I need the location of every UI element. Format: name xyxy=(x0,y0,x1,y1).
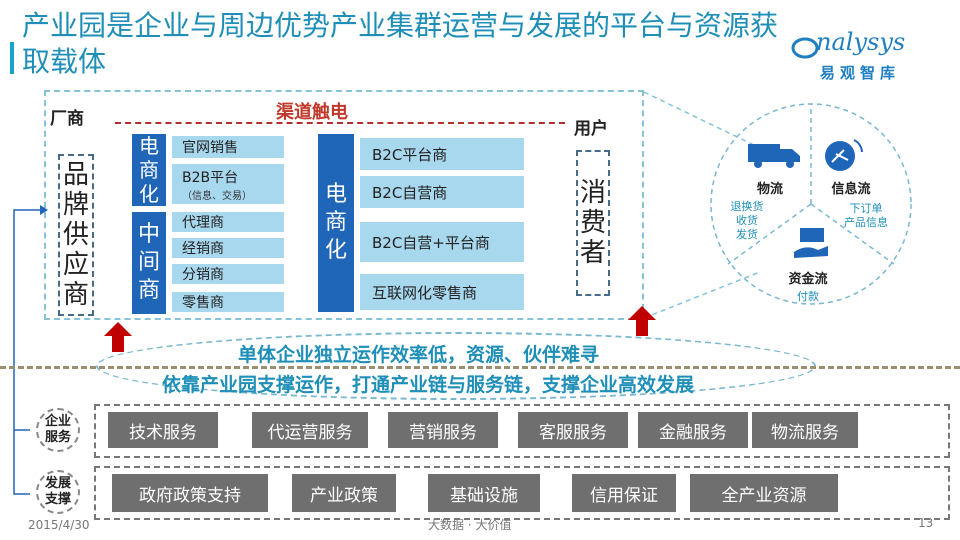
intermediary-item-label: 分销商 xyxy=(182,267,224,283)
footer-tagline: 大数据 · 大价值 xyxy=(428,518,512,532)
footer-date: 2015/4/30 xyxy=(28,518,90,532)
ecommerce-left-char: 商 xyxy=(139,158,159,182)
right-channel-label: B2C平台商 xyxy=(372,145,448,164)
b2b-platform-label: B2B平台 xyxy=(182,169,239,186)
support-item: 全产业资源 xyxy=(690,474,838,512)
b2b-platform-item: B2B平台 （信息、交易） xyxy=(172,164,284,204)
logistics-sub-item: 退换货 xyxy=(730,200,764,213)
right-channel-label: B2C自营+平台商 xyxy=(372,233,490,252)
ecommerce-left-char: 电 xyxy=(139,134,159,158)
b2b-platform-sublabel: （信息、交易） xyxy=(182,190,252,202)
ecommerce-right-char: 商 xyxy=(324,210,347,235)
page-number: 13 xyxy=(918,516,934,530)
service-item: 客服服务 xyxy=(518,412,628,448)
intermediary-char: 间 xyxy=(137,250,160,275)
service-item: 代运营服务 xyxy=(252,412,368,448)
up-arrow-icon xyxy=(628,306,656,336)
consumer-char: 者 xyxy=(579,238,606,268)
channel-label: 渠道触电 xyxy=(276,102,348,123)
channel-diagram-frame xyxy=(44,90,644,320)
intermediary-item: 经销商 xyxy=(172,238,284,258)
enterprise-services-badge: 企业 服务 xyxy=(36,408,80,452)
right-channel-item: B2C平台商 xyxy=(360,138,524,170)
ecommerce-left-char: 化 xyxy=(139,182,159,206)
service-item: 营销服务 xyxy=(388,412,498,448)
channel-divider xyxy=(115,122,565,124)
right-channel-item: B2C自营商 xyxy=(360,176,524,208)
section-divider xyxy=(0,366,960,369)
logistics-sublist: 退换货 收货 发货 xyxy=(722,200,772,242)
truck-icon xyxy=(748,144,800,168)
ecommerce-right-char: 化 xyxy=(324,238,347,263)
ecommerce-block-left: 电 商 化 xyxy=(132,134,166,206)
official-sales-label: 官网销售 xyxy=(182,140,238,156)
logistics-label: 物流 xyxy=(756,182,783,197)
intermediary-item: 代理商 xyxy=(172,212,284,232)
capital-flow-sub: 付款 xyxy=(797,290,819,303)
intermediary-item: 零售商 xyxy=(172,292,284,312)
intermediary-char: 中 xyxy=(137,222,160,247)
info-sub-item: 产品信息 xyxy=(844,216,888,229)
badge-text: 支撑 xyxy=(44,492,71,507)
intermediary-block: 中 间 商 xyxy=(132,212,166,314)
intermediary-item-label: 代理商 xyxy=(182,215,224,231)
development-support-frame xyxy=(94,466,950,520)
logo: nalysys 易观智库 xyxy=(790,28,940,88)
brand-supplier-char: 品 xyxy=(62,160,89,190)
right-channel-item: 互联网化零售商 xyxy=(360,274,524,310)
page-title: 产业园是企业与周边优势产业集群运营与发展的平台与资源获取载体 xyxy=(22,9,779,78)
service-item: 金融服务 xyxy=(638,412,748,448)
flow-circle xyxy=(710,103,912,305)
info-sub-item: 下订单 xyxy=(849,202,883,215)
logistics-sub-item: 收货 xyxy=(736,214,758,227)
signal-icon xyxy=(825,139,863,171)
user-label: 用户 xyxy=(574,119,608,139)
badge-text: 发展 xyxy=(44,476,71,491)
right-channel-label: B2C自营商 xyxy=(372,183,448,202)
consumer-char: 费 xyxy=(579,208,606,238)
up-arrow-icon xyxy=(104,322,132,352)
money-icon xyxy=(794,228,828,258)
official-sales-item: 官网销售 xyxy=(172,136,284,158)
development-support-badge: 发展 支撑 xyxy=(36,470,80,514)
consumer-char: 消 xyxy=(579,178,606,208)
brand-supplier-char: 供 xyxy=(62,220,89,250)
slogan-line-2: 依靠产业园支撑运作，打通产业链与服务链，支撑企业高效发展 xyxy=(162,374,695,396)
service-item: 技术服务 xyxy=(108,412,218,448)
enterprise-services-frame xyxy=(94,404,950,458)
info-flow-sublist: 下订单 产品信息 xyxy=(834,202,898,230)
right-channel-label: 互联网化零售商 xyxy=(372,283,478,302)
logo-swoosh-icon xyxy=(791,37,819,59)
service-item: 物流服务 xyxy=(752,412,858,448)
support-item: 政府政策支持 xyxy=(112,474,268,512)
intermediary-item: 分销商 xyxy=(172,264,284,284)
intermediary-item-label: 零售商 xyxy=(182,295,224,311)
right-channel-item: B2C自营+平台商 xyxy=(360,222,524,262)
brand-supplier-char: 商 xyxy=(62,280,89,310)
badge-text: 服务 xyxy=(44,430,71,445)
info-flow-label: 信息流 xyxy=(831,182,871,197)
logo-subtitle: 易观智库 xyxy=(820,64,901,82)
support-item: 产业政策 xyxy=(292,474,396,512)
support-item: 信用保证 xyxy=(572,474,676,512)
consumer-box: 消 费 者 xyxy=(576,150,610,296)
badge-text: 企业 xyxy=(44,414,71,429)
brand-supplier-char: 牌 xyxy=(62,190,89,220)
support-item: 基础设施 xyxy=(428,474,540,512)
brand-supplier-box: 品 牌 供 应 商 xyxy=(58,154,94,316)
logo-text: nalysys xyxy=(816,28,906,56)
title-accent-bar xyxy=(10,42,14,74)
brand-supplier-char: 应 xyxy=(62,250,89,280)
ecommerce-right-char: 电 xyxy=(324,182,347,207)
ecommerce-block-right: 电 商 化 xyxy=(318,134,354,312)
manufacturer-label: 厂商 xyxy=(50,109,84,129)
capital-flow-label: 资金流 xyxy=(788,272,828,287)
intermediary-item-label: 经销商 xyxy=(182,241,224,257)
logistics-sub-item: 发货 xyxy=(736,228,758,241)
slogan-line-1: 单体企业独立运作效率低，资源、伙伴难寻 xyxy=(238,344,600,366)
intermediary-char: 商 xyxy=(137,278,160,303)
